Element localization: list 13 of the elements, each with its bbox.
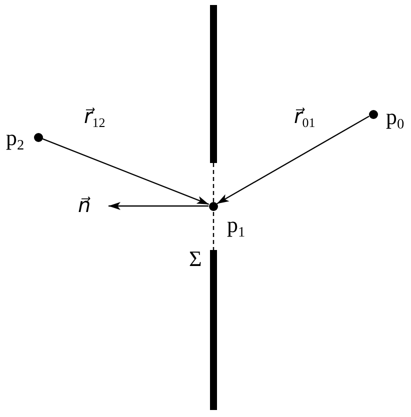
- point-dot: [208, 202, 218, 210]
- arrow: [216, 116, 370, 204]
- point-label: p$_{0}$: [386, 104, 404, 134]
- arrow: [108, 202, 208, 210]
- surface-label: Σ: [189, 246, 202, 272]
- vector-label: n⃗: [78, 193, 91, 217]
- point-dot: [34, 132, 42, 142]
- arrow: [42, 138, 210, 205]
- point-label: p$_{2}$: [6, 125, 24, 154]
- point-label: p$_{1}$: [227, 212, 246, 242]
- point-dot: [368, 110, 378, 118]
- vector-label: r⃗$_{12}$: [84, 104, 106, 130]
- vector-label: r⃗$_{01}$: [294, 104, 316, 130]
